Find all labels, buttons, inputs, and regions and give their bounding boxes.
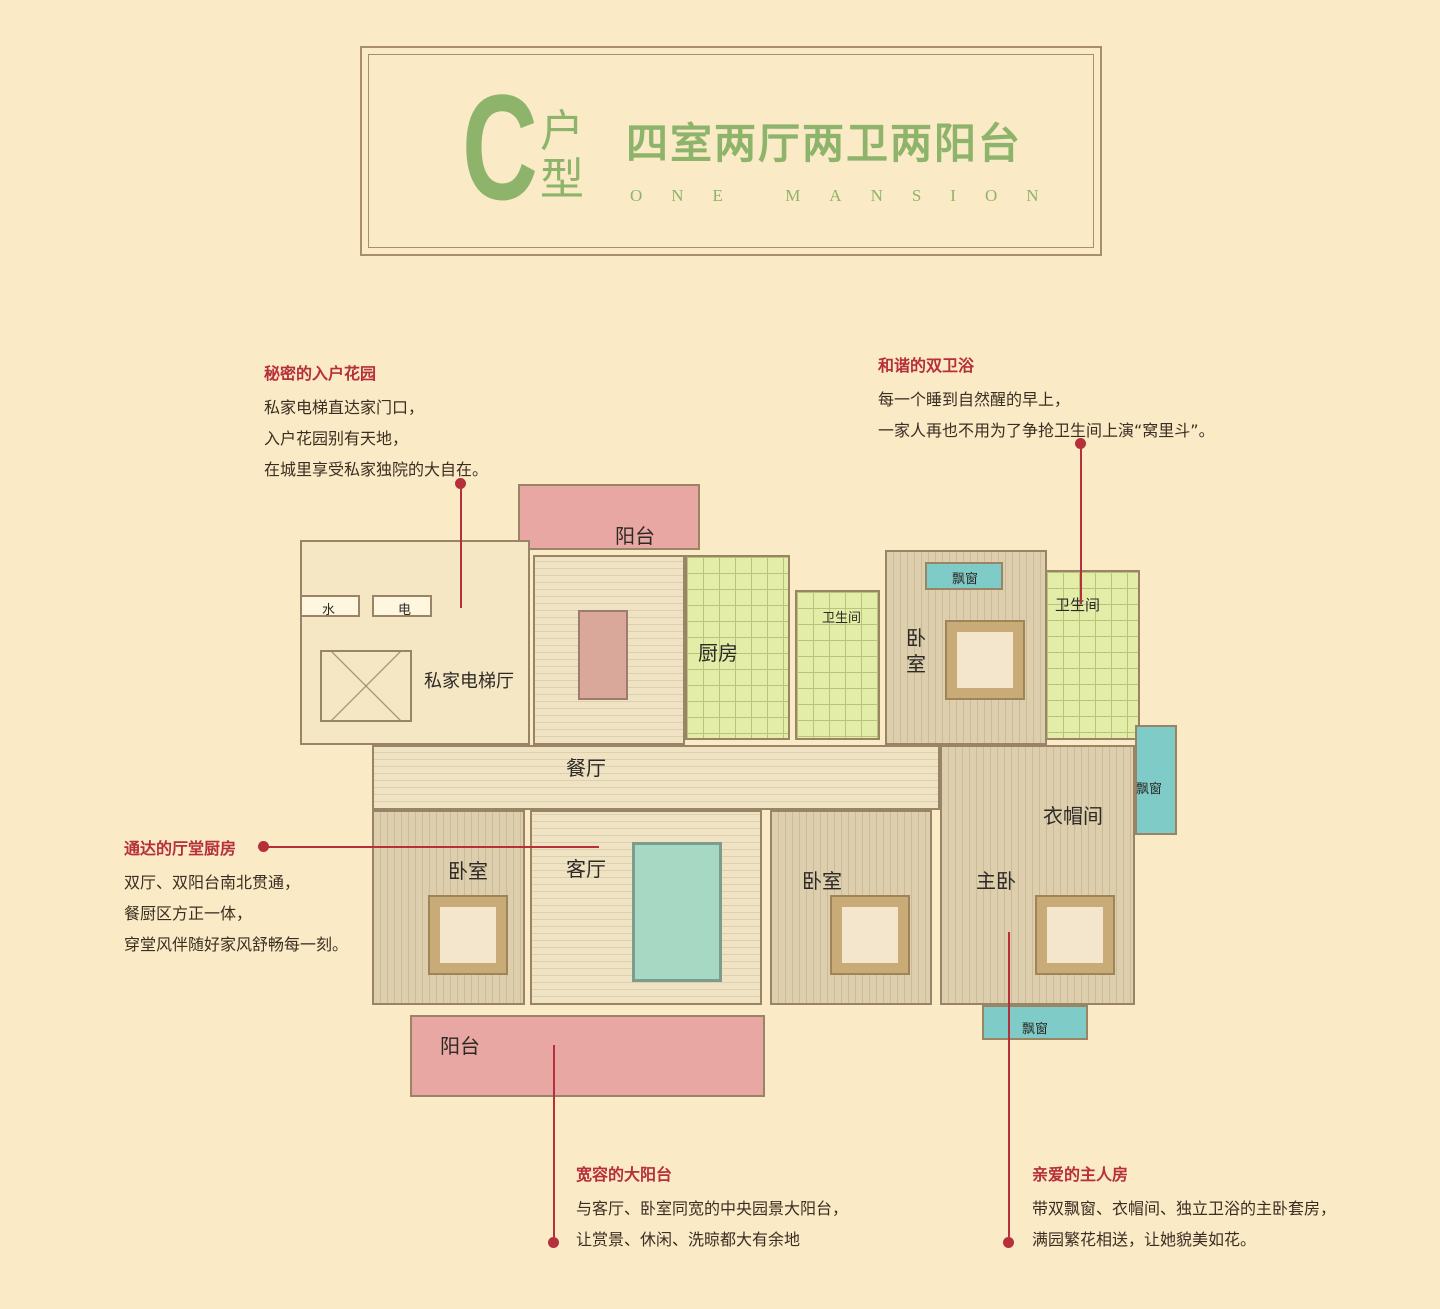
annotation-hall-kitchen: 通达的厅堂厨房 双厅、双阳台南北贯通， 餐厨区方正一体， 穿堂风伴随好家风舒畅每… <box>124 835 348 960</box>
leader-line <box>460 484 462 608</box>
type-label: 户型 <box>540 106 584 205</box>
bed-icon <box>830 895 910 975</box>
annotation-line: 双厅、双阳台南北贯通， <box>124 873 301 892</box>
annotation-master-room: 亲爱的主人房 带双飘窗、衣帽间、独立卫浴的主卧套房， 满园繁花相送，让她貌美如花… <box>1032 1161 1336 1255</box>
bay-window-2 <box>1135 725 1177 835</box>
leader-line <box>1080 444 1082 604</box>
annotation-line: 在城里享受私家独院的大自在。 <box>264 460 489 479</box>
balcony-top-label: 阳台 <box>615 524 655 548</box>
leader-line <box>264 846 599 848</box>
closet-label: 衣帽间 <box>1043 804 1103 828</box>
living-label: 客厅 <box>566 857 606 881</box>
bed-icon <box>1035 895 1115 975</box>
marker-dot <box>258 841 269 852</box>
master-label: 主卧 <box>976 869 1016 893</box>
elevator-hall-label: 私家电梯厅 <box>424 671 514 692</box>
bedroom-mid-label: 卧室 <box>802 869 842 893</box>
bay-window-3 <box>982 1005 1088 1040</box>
annotation-title: 秘密的入户花园 <box>264 364 377 383</box>
dining-table <box>578 610 628 700</box>
bay-window-2-label: 飘窗 <box>1136 782 1163 797</box>
marker-dot <box>1003 1237 1014 1248</box>
annotation-big-balcony: 宽容的大阳台 与客厅、卧室同宽的中央园景大阳台， 让赏景、休闲、洗晾都大有余地 <box>576 1161 848 1255</box>
title-frame <box>360 46 1102 256</box>
bathroom-1-label: 卫生间 <box>822 611 862 626</box>
annotation-title: 宽容的大阳台 <box>576 1165 673 1184</box>
marker-dot <box>1075 438 1086 449</box>
annotation-title: 和谐的双卫浴 <box>878 356 975 375</box>
layout-title: 四室两厅两卫两阳台 <box>626 119 1023 168</box>
annotation-double-bath: 和谐的双卫浴 每一个睡到自然醒的早上， 一家人再也不用为了争抢卫生间上演“窝里斗… <box>878 352 1215 446</box>
bedroom-left-label: 卧室 <box>448 859 488 883</box>
annotation-line: 让赏景、休闲、洗晾都大有余地 <box>576 1230 801 1249</box>
bed-icon <box>428 895 508 975</box>
elevator-hall <box>300 540 530 745</box>
bay-window-1 <box>925 562 1003 590</box>
annotation-line: 穿堂风伴随好家风舒畅每一刻。 <box>124 935 349 954</box>
water-label: 水 <box>322 603 336 618</box>
annotation-line: 入户花园别有天地， <box>264 429 409 448</box>
water-box <box>300 595 360 617</box>
leader-line <box>553 1045 555 1237</box>
balcony-bottom <box>410 1015 765 1097</box>
marker-dot <box>455 478 466 489</box>
kitchen-label: 厨房 <box>698 641 738 665</box>
balcony-top <box>518 484 700 550</box>
title-frame-inner <box>368 54 1094 248</box>
annotation-title: 亲爱的主人房 <box>1032 1165 1129 1184</box>
annotation-line: 私家电梯直达家门口， <box>264 398 425 417</box>
subtitle: ONE MANSION <box>630 186 1068 205</box>
bedroom-top-label: 卧室 <box>906 626 926 676</box>
dining-room <box>372 745 940 810</box>
electric-box <box>372 595 432 617</box>
bathroom-2 <box>1045 570 1140 740</box>
rug <box>632 842 722 982</box>
leader-line <box>1008 932 1010 1237</box>
bathroom-2-label: 卫生间 <box>1055 596 1101 614</box>
bay-window-1-label: 飘窗 <box>952 572 979 587</box>
annotation-line: 一家人再也不用为了争抢卫生间上演“窝里斗”。 <box>878 421 1215 440</box>
type-letter: C <box>462 63 538 231</box>
annotation-line: 满园繁花相送，让她貌美如花。 <box>1032 1230 1257 1249</box>
annotation-line: 餐厨区方正一体， <box>124 904 253 923</box>
annotation-line: 每一个睡到自然醒的早上， <box>878 390 1071 409</box>
annotation-title: 通达的厅堂厨房 <box>124 839 237 858</box>
kitchen <box>685 555 790 740</box>
marker-dot <box>548 1237 559 1248</box>
annotation-entry-garden: 秘密的入户花园 私家电梯直达家门口， 入户花园别有天地， 在城里享受私家独院的大… <box>264 360 488 485</box>
bathroom-1 <box>795 590 880 740</box>
electric-label: 电 <box>398 603 412 618</box>
bed-icon <box>945 620 1025 700</box>
balcony-bottom-label: 阳台 <box>440 1034 480 1058</box>
elevator-icon <box>320 650 412 722</box>
dining-label: 餐厅 <box>566 756 606 780</box>
annotation-line: 带双飘窗、衣帽间、独立卫浴的主卧套房， <box>1032 1199 1337 1218</box>
annotation-line: 与客厅、卧室同宽的中央园景大阳台， <box>576 1199 849 1218</box>
bay-window-3-label: 飘窗 <box>1022 1022 1049 1037</box>
